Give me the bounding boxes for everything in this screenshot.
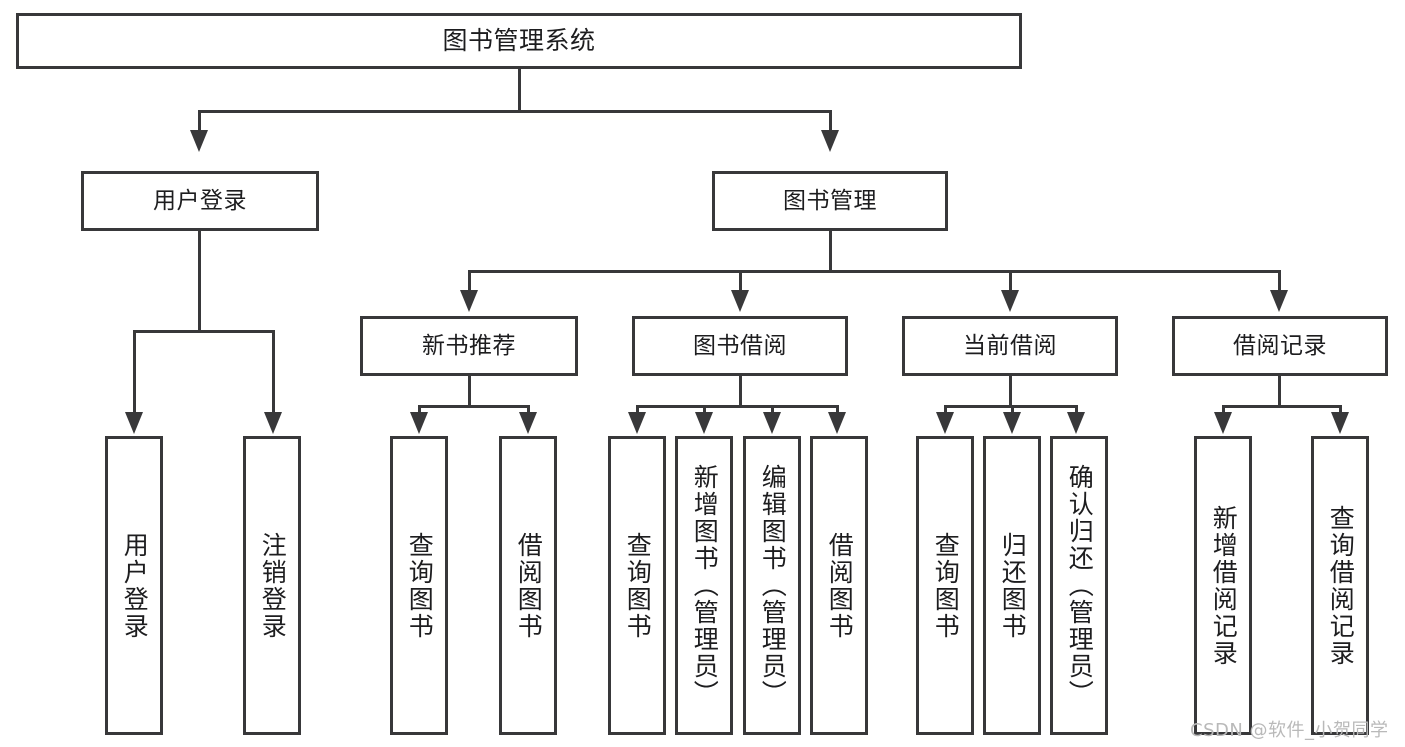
- arrow-to-current-borrow: [1001, 290, 1019, 312]
- leaf-label: 确认归还（管理员）: [1065, 464, 1095, 707]
- leaf-borrow-book-recommend[interactable]: 借阅图书: [499, 436, 557, 735]
- arrow-to-leaf-add-book: [695, 412, 713, 434]
- connector-root-to-book-management: [829, 110, 832, 132]
- connector-bb-2: [703, 405, 706, 415]
- connector-book-borrow-bus: [636, 405, 839, 408]
- connector-bm-to-current-borrow: [1009, 270, 1012, 292]
- connector-borrow-record-stem: [1278, 376, 1281, 407]
- connector-book-management-bus: [468, 270, 1281, 273]
- connector-current-borrow-stem: [1009, 376, 1012, 407]
- connector-nb-right: [527, 405, 530, 415]
- leaf-user-login[interactable]: 用户登录: [105, 436, 163, 735]
- connector-book-management-stem: [829, 231, 832, 272]
- leaf-label: 查询借阅记录: [1326, 504, 1356, 667]
- leaf-label: 查询图书: [405, 531, 435, 640]
- leaf-query-book-current[interactable]: 查询图书: [916, 436, 974, 735]
- leaf-logout[interactable]: 注销登录: [243, 436, 301, 735]
- leaf-add-book-admin[interactable]: 新增图书（管理员）: [675, 436, 733, 735]
- node-label: 图书管理: [783, 187, 877, 214]
- connector-user-login-left: [133, 330, 136, 414]
- leaf-return-book[interactable]: 归还图书: [983, 436, 1041, 735]
- connector-cb-2: [1011, 405, 1014, 415]
- leaf-label: 用户登录: [120, 531, 150, 640]
- arrow-to-leaf-add-record: [1214, 412, 1232, 434]
- leaf-query-borrow-record[interactable]: 查询借阅记录: [1311, 436, 1369, 735]
- leaf-label: 注销登录: [258, 531, 288, 640]
- arrow-root-to-user-login: [190, 130, 208, 152]
- leaf-label: 编辑图书（管理员）: [758, 464, 788, 707]
- arrow-root-to-book-management: [821, 130, 839, 152]
- connector-bb-3: [771, 405, 774, 415]
- connector-user-login-right: [272, 330, 275, 414]
- connector-bm-to-new-book: [468, 270, 471, 292]
- connector-root-bus: [198, 110, 832, 113]
- connector-bm-to-book-borrow: [739, 270, 742, 292]
- connector-new-book-bus: [418, 405, 530, 408]
- node-label: 借阅记录: [1233, 332, 1327, 359]
- connector-bb-4: [836, 405, 839, 415]
- arrow-to-leaf-query-book-2: [628, 412, 646, 434]
- leaf-label: 查询图书: [931, 531, 961, 640]
- arrow-to-book-borrow: [731, 290, 749, 312]
- node-book-management-system[interactable]: 图书管理系统: [16, 13, 1022, 69]
- leaf-edit-book-admin[interactable]: 编辑图书（管理员）: [743, 436, 801, 735]
- connector-borrow-record-bus: [1222, 405, 1342, 408]
- node-label: 新书推荐: [422, 332, 516, 359]
- arrow-to-leaf-query-record: [1331, 412, 1349, 434]
- leaf-label: 归还图书: [998, 531, 1028, 640]
- arrow-to-leaf-borrow-book-1: [519, 412, 537, 434]
- arrow-to-leaf-borrow-book-2: [828, 412, 846, 434]
- connector-br-2: [1339, 405, 1342, 415]
- leaf-borrow-book[interactable]: 借阅图书: [810, 436, 868, 735]
- leaf-label: 新增图书（管理员）: [690, 464, 720, 707]
- arrow-to-leaf-logout: [264, 412, 282, 434]
- leaf-query-book-borrow[interactable]: 查询图书: [608, 436, 666, 735]
- connector-user-login-stem: [198, 231, 201, 332]
- connector-root-to-user-login: [198, 110, 201, 132]
- arrow-to-leaf-confirm-return: [1067, 412, 1085, 434]
- connector-user-login-bus: [133, 330, 275, 333]
- leaf-label: 查询图书: [623, 531, 653, 640]
- watermark: CSDN @软件_小贺同学: [1190, 720, 1389, 741]
- connector-cb-1: [944, 405, 947, 415]
- arrow-to-leaf-edit-book: [763, 412, 781, 434]
- arrow-to-borrow-record: [1270, 290, 1288, 312]
- node-book-management[interactable]: 图书管理: [712, 171, 948, 231]
- node-label: 用户登录: [153, 187, 247, 214]
- node-borrow-record[interactable]: 借阅记录: [1172, 316, 1388, 376]
- leaf-label: 新增借阅记录: [1209, 504, 1239, 667]
- node-label: 图书借阅: [693, 332, 787, 359]
- connector-root-stem: [518, 69, 521, 112]
- leaf-query-book-recommend[interactable]: 查询图书: [390, 436, 448, 735]
- arrow-to-leaf-query-book-1: [410, 412, 428, 434]
- arrow-to-leaf-user-login: [125, 412, 143, 434]
- leaf-confirm-return-admin[interactable]: 确认归还（管理员）: [1050, 436, 1108, 735]
- arrow-to-leaf-query-book-3: [936, 412, 954, 434]
- node-user-login[interactable]: 用户登录: [81, 171, 319, 231]
- connector-new-book-stem: [468, 376, 471, 407]
- leaf-add-borrow-record[interactable]: 新增借阅记录: [1194, 436, 1252, 735]
- node-current-borrow[interactable]: 当前借阅: [902, 316, 1118, 376]
- node-label: 当前借阅: [963, 332, 1057, 359]
- connector-nb-left: [418, 405, 421, 415]
- connector-cb-3: [1075, 405, 1078, 415]
- arrow-to-leaf-return-book: [1003, 412, 1021, 434]
- leaf-label: 借阅图书: [514, 531, 544, 640]
- connector-bm-to-borrow-record: [1278, 270, 1281, 292]
- connector-book-borrow-stem: [739, 376, 742, 407]
- node-new-book-recommend[interactable]: 新书推荐: [360, 316, 578, 376]
- connector-br-1: [1222, 405, 1225, 415]
- node-book-borrow[interactable]: 图书借阅: [632, 316, 848, 376]
- leaf-label: 借阅图书: [825, 531, 855, 640]
- node-label: 图书管理系统: [442, 25, 596, 55]
- arrow-to-new-book-recommend: [460, 290, 478, 312]
- connector-bb-1: [636, 405, 639, 415]
